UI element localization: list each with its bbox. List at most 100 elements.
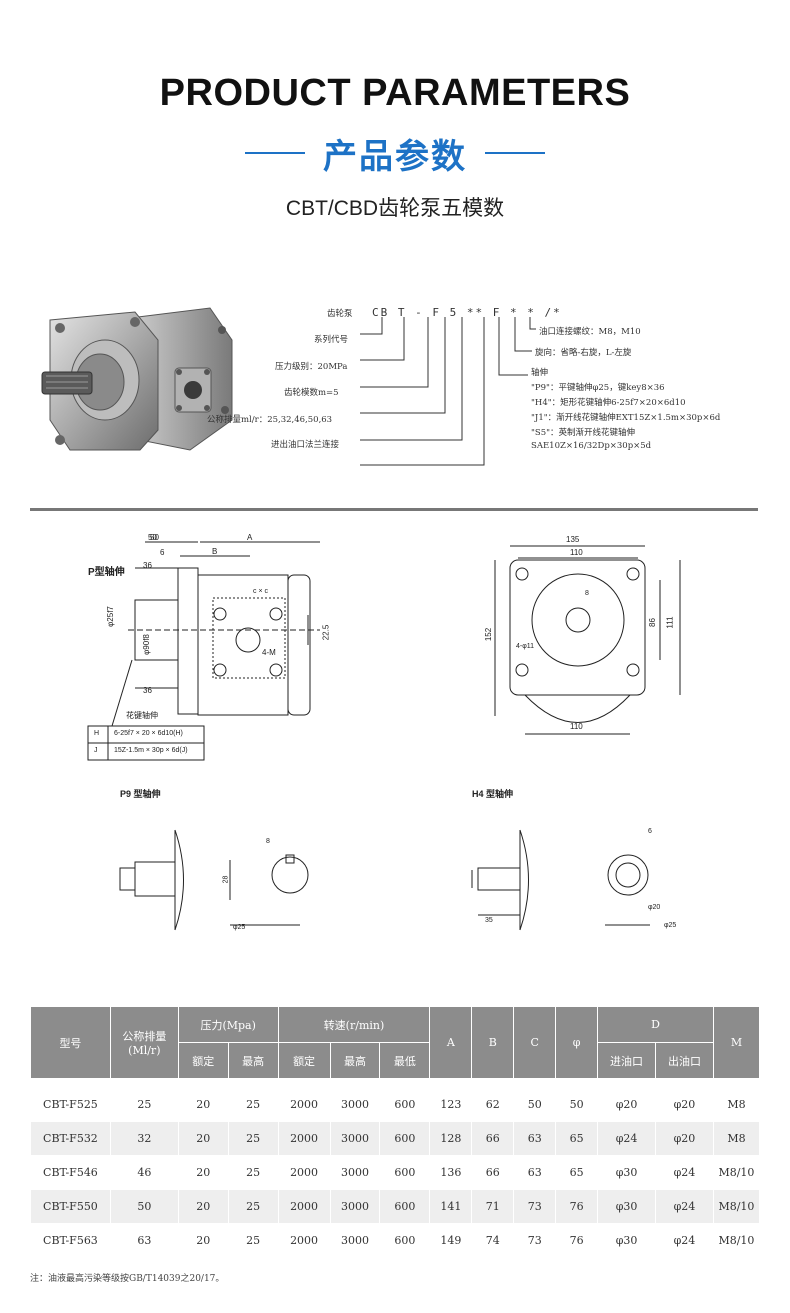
cell-p-max: 25	[227, 1155, 279, 1190]
spline-value-j: 15Z-1.5m × 30p × 6d(J)	[114, 747, 188, 754]
cell-disp: 32	[109, 1121, 179, 1156]
section-divider	[30, 508, 758, 511]
cell-A: 149	[429, 1223, 473, 1258]
dim-110-top: 110	[570, 548, 583, 557]
th-model: 型号	[30, 1006, 111, 1079]
cell-B: 71	[471, 1189, 515, 1224]
cell-C: 73	[513, 1189, 557, 1224]
cell-s-max: 3000	[329, 1121, 381, 1156]
cell-p-rated: 20	[177, 1121, 229, 1156]
dim-B: B	[212, 547, 218, 556]
code-label-gear-pump: 齿轮泵	[327, 309, 353, 319]
cell-s-min: 600	[379, 1223, 431, 1258]
cell-phi: 76	[555, 1189, 599, 1224]
cell-phi: 65	[555, 1121, 599, 1156]
cell-disp: 50	[109, 1189, 179, 1224]
table-row: CBT-F525 25 20 25 2000 3000 600 123 62 5…	[30, 1087, 761, 1122]
title-right-rule	[485, 152, 545, 154]
spline-key-j: J	[94, 747, 98, 754]
cell-model: CBT-F525	[30, 1087, 111, 1122]
th-A: A	[429, 1006, 473, 1079]
cell-disp: 25	[109, 1087, 179, 1122]
cell-p-rated: 20	[177, 1155, 229, 1190]
dim-22-5: 22.5	[321, 624, 331, 641]
title-chinese: 产品参数	[323, 136, 467, 177]
dim-36-top: 36	[143, 561, 152, 570]
cell-s-min: 600	[379, 1155, 431, 1190]
p9-dim-phi25: φ25	[233, 924, 246, 931]
dim-cxc: c × c	[253, 588, 268, 595]
dim-4M: 4-M	[262, 648, 276, 657]
code-label-displacement: 公称排量ml/r：25,32,46,50,63	[207, 415, 333, 425]
cell-in: φ30	[597, 1189, 656, 1224]
table-row: CBT-F563 63 20 25 2000 3000 600 149 74 7…	[30, 1223, 761, 1258]
cell-phi: 76	[555, 1223, 599, 1258]
cell-s-rated: 2000	[277, 1155, 331, 1190]
dim-4-phi11: 4-φ11	[516, 643, 535, 650]
cell-out: φ20	[655, 1121, 714, 1156]
code-label-series: 系列代号	[314, 335, 349, 345]
table-row: CBT-F532 32 20 25 2000 3000 600 128 66 6…	[30, 1121, 761, 1156]
table-row: CBT-F550 50 20 25 2000 3000 600 141 71 7…	[30, 1189, 761, 1224]
dim-8: 8	[585, 590, 589, 597]
cell-in: φ24	[597, 1121, 656, 1156]
cell-phi: 65	[555, 1155, 599, 1190]
p9-dim-28: 28	[222, 875, 230, 884]
h4-dim-phi20: φ20	[648, 904, 661, 911]
cell-B: 62	[471, 1087, 515, 1122]
th-pressure-rated: 额定	[177, 1042, 229, 1079]
code-label-sae: SAE10Z×16/32Dp×30p×5d	[531, 441, 652, 451]
cell-M: M8/10	[712, 1189, 761, 1224]
cell-s-max: 3000	[329, 1087, 381, 1122]
cell-B: 66	[471, 1121, 515, 1156]
cell-A: 123	[429, 1087, 473, 1122]
code-label-shaft: 轴伸	[531, 368, 549, 378]
cell-C: 63	[513, 1155, 557, 1190]
dim-86: 86	[647, 618, 657, 627]
p9-dim-8: 8	[266, 838, 270, 845]
cell-s-max: 3000	[329, 1155, 381, 1190]
cell-s-max: 3000	[329, 1189, 381, 1224]
cell-M: M8	[712, 1087, 761, 1122]
dim-110-bottom: 110	[570, 722, 583, 731]
cell-B: 66	[471, 1155, 515, 1190]
code-label-pressure: 压力级别：20MPa	[275, 362, 348, 372]
h4-dim-35: 35	[485, 917, 493, 924]
cell-p-rated: 20	[177, 1087, 229, 1122]
cell-M: M8/10	[712, 1223, 761, 1258]
title-left-rule	[245, 152, 305, 154]
spline-key-h: H	[94, 730, 100, 737]
cell-A: 141	[429, 1189, 473, 1224]
th-displacement-label: 公称排量	[122, 1030, 167, 1043]
cell-B: 74	[471, 1223, 515, 1258]
subtitle: CBT/CBD齿轮泵五模数	[285, 197, 505, 220]
model-code-letters: CB T - F 5 ** F * * /*	[372, 306, 562, 319]
th-inlet: 进油口	[597, 1042, 656, 1079]
th-speed-rated: 额定	[277, 1042, 331, 1079]
th-speed-min: 最低	[379, 1042, 431, 1079]
cell-in: φ20	[597, 1087, 656, 1122]
code-label-p9: "P9"：平键轴伸φ25，键key8×36	[531, 383, 665, 393]
title-chinese-row: 产品参数	[0, 130, 790, 177]
cell-A: 128	[429, 1121, 473, 1156]
th-outlet: 出油口	[655, 1042, 714, 1079]
cell-s-rated: 2000	[277, 1087, 331, 1122]
technical-drawings: 50	[87, 533, 681, 931]
code-label-j1: "J1"：渐开线花键轴伸EXT15Z×1.5m×30p×6d	[531, 413, 721, 423]
cell-model: CBT-F532	[30, 1121, 111, 1156]
cell-model: CBT-F550	[30, 1189, 111, 1224]
gear-pump-image	[41, 307, 233, 451]
cell-out: φ20	[655, 1087, 714, 1122]
dim-135: 135	[566, 535, 580, 544]
cell-model: CBT-F546	[30, 1155, 111, 1190]
cell-p-rated: 20	[177, 1189, 229, 1224]
cell-M: M8/10	[712, 1155, 761, 1190]
dim-phi90f8: φ90f8	[141, 634, 151, 655]
code-label-module: 齿轮模数m=5	[284, 388, 339, 398]
cell-s-rated: 2000	[277, 1189, 331, 1224]
cell-p-rated: 20	[177, 1223, 229, 1258]
spline-value-h: 6-25f7 × 20 × 6d10(H)	[114, 730, 183, 737]
dim-50: 50	[148, 533, 157, 542]
code-label-thread: 油口连接螺纹：M8，M10	[539, 327, 641, 337]
cell-s-min: 600	[379, 1189, 431, 1224]
